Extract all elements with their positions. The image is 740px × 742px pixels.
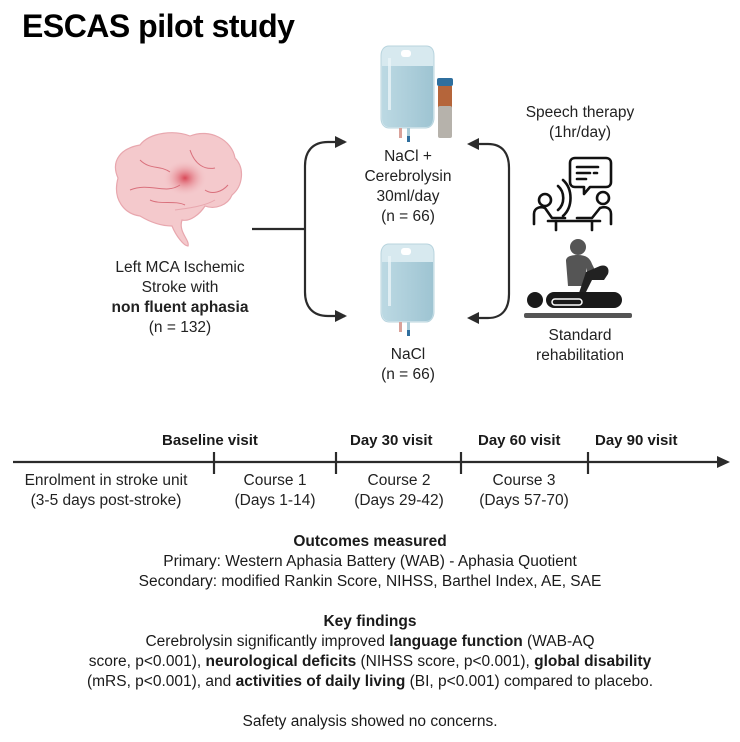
segment-course1: Course 1 (Days 1-14) bbox=[218, 471, 332, 511]
speech-therapy-title: Speech therapy bbox=[525, 104, 635, 121]
arm-cerebrolysin-label: NaCl + Cerebrolysin 30ml/day (n = 66) bbox=[348, 147, 468, 227]
arrowhead-to-arm1 bbox=[335, 136, 347, 148]
arrowhead-to-arm2 bbox=[335, 310, 347, 322]
arm1-dose: 30ml/day bbox=[376, 188, 440, 205]
population-line2: Stroke with bbox=[141, 279, 219, 296]
findings-line3: (mRS, p<0.001), and activities of daily … bbox=[0, 672, 740, 692]
iv-bag-icon bbox=[380, 243, 435, 336]
standard-rehab-label: Standard rehabilitation bbox=[510, 326, 650, 366]
segment-course2: Course 2 (Days 29-42) bbox=[340, 471, 458, 511]
findings-text: score, p<0.001), bbox=[88, 653, 206, 670]
key-findings-section: Key findings Cerebrolysin significantly … bbox=[0, 612, 740, 732]
visit-day30: Day 30 visit bbox=[350, 432, 433, 449]
population-line1: Left MCA Ischemic bbox=[115, 259, 245, 276]
outcomes-section: Outcomes measured Primary: Western Aphas… bbox=[0, 532, 740, 592]
population-count: (n = 132) bbox=[148, 319, 212, 336]
outcomes-secondary: Secondary: modified Rankin Score, NIHSS,… bbox=[138, 573, 602, 590]
segment-enrolment-line1: Enrolment in stroke unit bbox=[24, 472, 188, 489]
segment-course3-line2: (Days 57-70) bbox=[479, 492, 569, 509]
outcomes-heading: Outcomes measured bbox=[293, 533, 447, 550]
finding-language-function: language function bbox=[389, 633, 523, 650]
segment-enrolment-line2: (3-5 days post-stroke) bbox=[30, 492, 182, 509]
brain-icon bbox=[114, 132, 242, 247]
page-title: ESCAS pilot study bbox=[22, 8, 295, 44]
findings-text: (WAB-AQ bbox=[522, 633, 595, 650]
outcomes-primary: Primary: Western Aphasia Battery (WAB) -… bbox=[163, 553, 577, 570]
segment-course3-line1: Course 3 bbox=[492, 472, 556, 489]
segment-course3: Course 3 (Days 57-70) bbox=[464, 471, 584, 511]
iv-bag-with-vial-icon bbox=[380, 45, 453, 142]
population-condition: non fluent aphasia bbox=[111, 299, 249, 316]
segment-course1-line1: Course 1 bbox=[243, 472, 307, 489]
findings-text: (BI, p<0.001) compared to placebo. bbox=[405, 673, 654, 690]
findings-line2: score, p<0.001), neurological deficits (… bbox=[0, 652, 740, 672]
arm1-drug: Cerebrolysin bbox=[364, 168, 452, 185]
arm2-line1: NaCl bbox=[390, 346, 426, 363]
visit-day60: Day 60 visit bbox=[478, 432, 561, 449]
findings-heading: Key findings bbox=[323, 613, 417, 630]
population-label: Left MCA Ischemic Stroke with non fluent… bbox=[95, 258, 265, 338]
finding-daily-living: activities of daily living bbox=[235, 673, 406, 690]
arrowhead-from-therapy-2 bbox=[467, 312, 479, 324]
segment-course2-line2: (Days 29-42) bbox=[354, 492, 444, 509]
arm-placebo-label: NaCl (n = 66) bbox=[348, 345, 468, 385]
finding-global-disability: global disability bbox=[534, 653, 652, 670]
safety-statement: Safety analysis showed no concerns. bbox=[242, 713, 498, 730]
speech-therapy-icon bbox=[532, 156, 613, 232]
speech-therapy-duration: (1hr/day) bbox=[548, 124, 612, 141]
speech-therapy-label: Speech therapy (1hr/day) bbox=[510, 103, 650, 143]
findings-text: Cerebrolysin significantly improved bbox=[145, 633, 390, 650]
findings-line1: Cerebrolysin significantly improved lang… bbox=[0, 632, 740, 652]
timeline bbox=[13, 452, 720, 474]
segment-course2-line1: Course 2 bbox=[367, 472, 431, 489]
visit-baseline: Baseline visit bbox=[162, 432, 258, 449]
arrowhead-from-therapy-1 bbox=[467, 138, 479, 150]
allocation-bracket-left bbox=[252, 140, 345, 318]
rehab-line1: Standard bbox=[548, 327, 612, 344]
timeline-arrowhead bbox=[717, 456, 730, 468]
finding-neurological-deficits: neurological deficits bbox=[205, 653, 357, 670]
segment-course1-line2: (Days 1-14) bbox=[234, 492, 316, 509]
arm1-line1: NaCl + bbox=[384, 148, 432, 165]
physiotherapy-icon bbox=[524, 239, 632, 318]
arm1-count: (n = 66) bbox=[381, 208, 435, 225]
arm2-count: (n = 66) bbox=[381, 366, 435, 383]
findings-text: (mRS, p<0.001), and bbox=[86, 673, 236, 690]
visit-day90: Day 90 visit bbox=[595, 432, 678, 449]
segment-enrolment: Enrolment in stroke unit (3-5 days post-… bbox=[8, 471, 204, 511]
findings-text: (NIHSS score, p<0.001), bbox=[356, 653, 535, 670]
therapy-bracket-right bbox=[470, 142, 511, 320]
rehab-line2: rehabilitation bbox=[536, 347, 624, 364]
